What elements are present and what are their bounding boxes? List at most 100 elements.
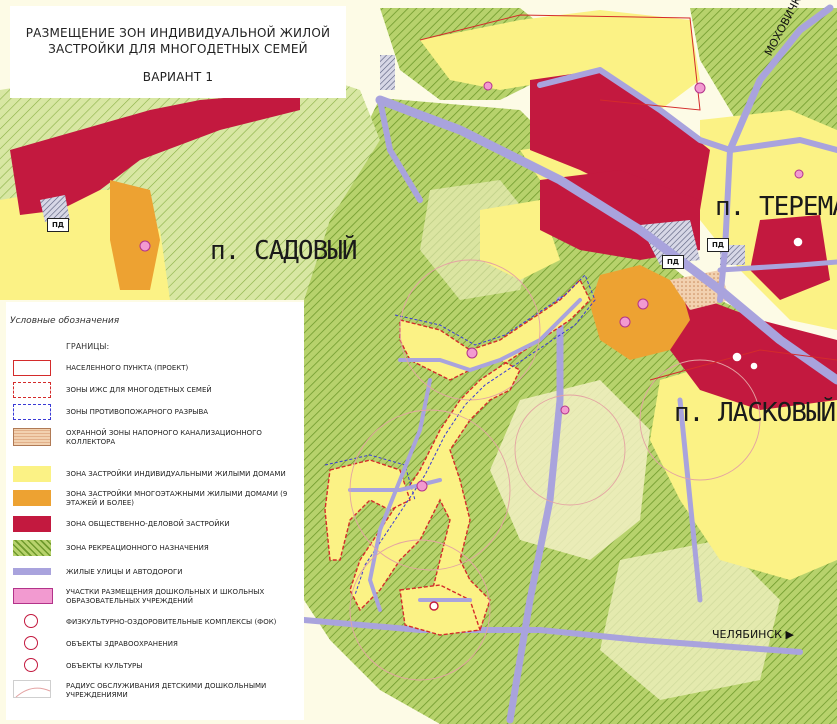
legend-label-schools: УЧАСТКИ РАЗМЕЩЕНИЯ ДОШКОЛЬНЫХ И ШКОЛЬНЫХ…: [66, 588, 265, 605]
clearing-1: [490, 380, 650, 560]
school-marker-4: [466, 347, 478, 359]
legend-item-service-radius: РАДИУС ОБСЛУЖИВАНИЯ ДЕТСКИМИ ДОШКОЛЬНЫМИ…: [6, 680, 304, 706]
legend-swatch-service-radius: [13, 680, 51, 698]
road-terema-east: [717, 259, 837, 273]
legend-panel: Условные обозначения ГРАНИЦЫ: НАСЕЛЕННОГ…: [6, 302, 304, 720]
individual-housing-laskovy: [650, 350, 837, 580]
transport-hatch-3: [380, 55, 395, 90]
map-title-line-1: РАЗМЕЩЕНИЕ ЗОН ИНДИВИДУАЛЬНОЙ ЖИЛОЙ: [25, 26, 331, 40]
legend-item-multistorey: ЗОНА ЗАСТРОЙКИ МНОГОЭТАЖНЫМИ ЖИЛЫМИ ДОМА…: [6, 488, 304, 514]
school-markers: [139, 81, 804, 611]
legend-label-sewer-zone: ОХРАННОЙ ЗОНЫ НАПОРНОГО КАНАЛИЗАЦИОННОГО…: [66, 429, 262, 446]
map-title-variant: ВАРИАНТ 1: [142, 70, 214, 84]
transport-hatch-1: [640, 220, 700, 265]
public-zone-west: [10, 90, 300, 215]
legend-item-schools: УЧАСТКИ РАЗМЕЩЕНИЯ ДОШКОЛЬНЫХ И ШКОЛЬНЫХ…: [6, 586, 304, 612]
road-main-diagonal: [375, 95, 837, 385]
multistorey-zone-west: [110, 180, 160, 290]
legend-label-culture: ОБЪЕКТЫ КУЛЬТУРЫ: [66, 662, 143, 670]
multistorey-zone-east: [590, 265, 690, 360]
legend-item-settlement-boundary: НАСЕЛЕННОГО ПУНКТА (ПРОЕКТ): [6, 358, 304, 384]
legend-title: Условные обозначения: [10, 316, 120, 326]
legend-item-culture: ОБЪЕКТЫ КУЛЬТУРЫ: [6, 656, 304, 682]
service-radius-5: [514, 394, 626, 506]
title-box: РАЗМЕЩЕНИЕ ЗОН ИНДИВИДУАЛЬНОЙ ЖИЛОЙ ЗАСТ…: [10, 6, 346, 98]
settlement-boundary: [419, 14, 837, 381]
legend-item-public-zone: ЗОНА ОБЩЕСТВЕННО-ДЕЛОВОЙ ЗАСТРОЙКИ: [6, 514, 304, 540]
school-marker-7: [483, 81, 493, 91]
school-marker-2: [637, 298, 649, 310]
legend-label-settlement-boundary: НАСЕЛЕННОГО ПУНКТА (ПРОЕКТ): [66, 364, 189, 372]
school-marker-1: [139, 240, 151, 252]
pd-badge-west: ПД: [47, 218, 69, 232]
road-south-main: [506, 296, 564, 724]
boundary-laskovy: [649, 349, 837, 381]
izhs-zone-west-lobe: [324, 459, 411, 561]
izhs-road-2: [367, 378, 432, 612]
fok-marker-2: [429, 601, 439, 611]
legend-swatch-multistorey: [13, 490, 51, 506]
legend-swatch-public-zone: [13, 516, 51, 532]
road-label-chelyabinsk: ЧЕЛЯБИНСК ▶: [712, 628, 794, 641]
service-radius-1: [399, 259, 541, 401]
road-mokhovichki: [726, 4, 834, 154]
service-radius-arc: [15, 687, 51, 698]
legend-swatch-recreation: [13, 540, 51, 556]
legend-swatch-schools: [13, 588, 53, 604]
health-marker-1: [792, 236, 804, 248]
legend-label-health: ОБЪЕКТЫ ЗДРАВООХРАНЕНИЯ: [66, 640, 178, 648]
legend-swatch-sewer-zone: [13, 428, 51, 446]
legend-item-izhs-zone: ЗОНЫ ИЖС ДЛЯ МНОГОДЕТНЫХ СЕМЕЙ: [6, 380, 304, 406]
legend-swatch-individual-housing: [13, 466, 51, 482]
fok-marker-1: [749, 361, 759, 371]
service-radius-circles: [349, 259, 761, 681]
public-zone-terema-east: [750, 215, 830, 300]
road-west: [377, 97, 423, 203]
legend-swatch-firebreak: [13, 404, 51, 420]
legend-label-izhs-zone: ЗОНЫ ИЖС ДЛЯ МНОГОДЕТНЫХ СЕМЕЙ: [66, 386, 212, 394]
izhs-road-1: [398, 298, 582, 373]
legend-borders-heading: ГРАНИЦЫ:: [66, 342, 110, 351]
clearing-2: [600, 540, 780, 700]
road-north-loop: [537, 67, 837, 153]
legend-swatch-culture: [24, 658, 38, 672]
legend-label-fok: ФИЗКУЛЬТУРНО-ОЗДОРОВИТЕЛЬНЫЕ КОМПЛЕКСЫ (…: [66, 618, 277, 626]
school-marker-3: [619, 316, 631, 328]
legend-swatch-izhs-zone: [13, 382, 51, 398]
legend-label-individual-housing: ЗОНА ЗАСТРОЙКИ ИНДИВИДУАЛЬНЫМИ ЖИЛЫМИ ДО…: [66, 470, 286, 478]
public-zone-north: [530, 70, 710, 210]
firebreak-1: [354, 274, 596, 596]
service-radius-3: [349, 539, 491, 681]
firebreak-2: [324, 454, 416, 501]
pd-badge-terema: ПД: [707, 238, 729, 252]
legend-label-recreation: ЗОНА РЕКРЕАЦИОННОГО НАЗНАЧЕНИЯ: [66, 544, 209, 552]
izhs-zone-south: [399, 584, 481, 636]
legend-label-service-radius: РАДИУС ОБСЛУЖИВАНИЯ ДЕТСКИМИ ДОШКОЛЬНЫМИ…: [66, 682, 267, 699]
pd-badge-center: ПД: [662, 255, 684, 269]
izhs-roads: [348, 298, 582, 612]
izhs-zones: [324, 278, 591, 636]
legend-swatch-roads: [13, 568, 51, 575]
firebreak-zones: [324, 274, 596, 596]
school-marker-8: [560, 405, 570, 415]
legend-item-sewer-zone: ОХРАННОЙ ЗОНЫ НАПОРНОГО КАНАЛИЗАЦИОННОГО…: [6, 424, 304, 450]
school-marker-9: [794, 169, 804, 179]
public-zone-laskovy: [670, 290, 837, 410]
sewer-protection-zone: [670, 270, 730, 310]
legend-label-public-zone: ЗОНА ОБЩЕСТВЕННО-ДЕЛОВОЙ ЗАСТРОЙКИ: [66, 520, 230, 528]
settlement-label-laskovy: п. ЛАСКОВЫЙ: [674, 398, 836, 428]
road-laskovy: [677, 397, 703, 603]
legend-item-health: ОБЪЕКТЫ ЗДРАВООХРАНЕНИЯ: [6, 634, 304, 660]
legend-item-firebreak: ЗОНЫ ПРОТИВОПОЖАРНОГО РАЗРЫВА: [6, 402, 304, 428]
legend-swatch-health: [24, 636, 38, 650]
legend-item-recreation: ЗОНА РЕКРЕАЦИОННОГО НАЗНАЧЕНИЯ: [6, 538, 304, 564]
service-radius-2: [349, 409, 511, 571]
settlement-label-terema: п. ТЕРЕМА: [715, 192, 837, 222]
road-chelyabinsk: [301, 617, 803, 655]
culture-marker-1: [731, 351, 743, 363]
legend-label-multistorey: ЗОНА ЗАСТРОЙКИ МНОГОЭТАЖНЫМИ ЖИЛЫМИ ДОМА…: [66, 490, 288, 507]
map-title-line-2: ЗАСТРОЙКИ ДЛЯ МНОГОДЕТНЫХ СЕМЕЙ: [48, 42, 308, 56]
settlement-label-sadovy: п. САДОВЫЙ: [210, 236, 358, 266]
service-radius-4: [639, 359, 761, 481]
